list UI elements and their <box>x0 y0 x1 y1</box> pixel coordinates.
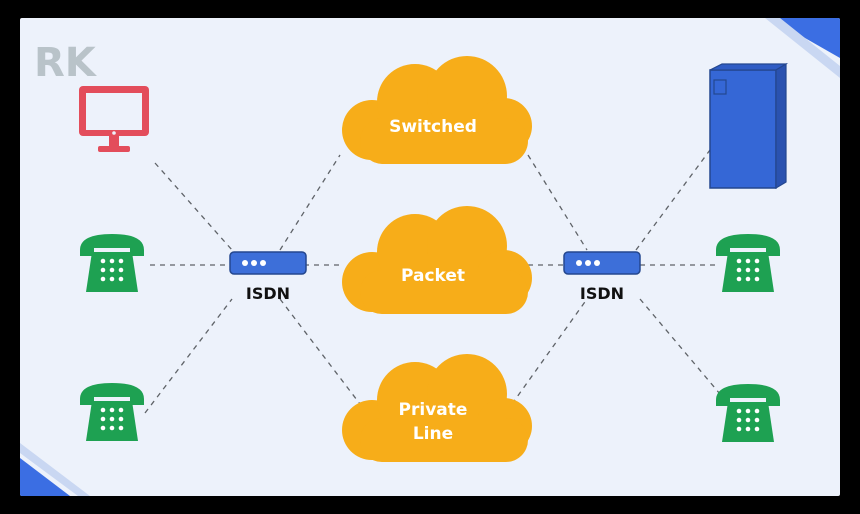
link-isdn-switched <box>279 154 341 251</box>
corner-accent-bottom-left-light <box>20 443 90 496</box>
cloud-private-line: Private Line <box>342 354 532 462</box>
isdn-right-label: ISDN <box>580 284 624 303</box>
network-diagram: RK <box>20 18 840 496</box>
link-monitor-isdn <box>154 162 233 251</box>
rk-logo: RK <box>34 40 98 86</box>
link-private-isdn-right <box>511 298 588 405</box>
isdn-left-label: ISDN <box>246 284 290 303</box>
isdn-left: ISDN <box>229 251 307 303</box>
isdn-right: ISDN <box>563 251 641 303</box>
diagram-panel: RK <box>20 18 840 496</box>
cloud-packet-label: Packet <box>401 266 465 286</box>
corner-accent-top-right-light <box>765 18 840 78</box>
link-isdn-server <box>635 149 711 251</box>
phone-icon <box>716 234 780 292</box>
link-phone2-isdn <box>144 298 233 414</box>
cloud-switched: Switched <box>342 56 532 164</box>
cloud-switched-label: Switched <box>389 117 477 137</box>
link-lines <box>144 149 721 414</box>
corner-accent-bottom-left <box>20 458 70 496</box>
link-switched-isdn-right <box>527 154 588 251</box>
link-isdn-private <box>279 298 361 405</box>
link-isdn-phone2-right <box>639 298 721 395</box>
server-icon <box>709 62 789 190</box>
cloud-private-line-label-2: Line <box>413 424 453 444</box>
phone-icon <box>80 234 144 292</box>
monitor-icon <box>79 86 149 152</box>
phone-icon <box>80 383 144 441</box>
cloud-packet: Packet <box>342 206 532 314</box>
cloud-private-line-label-1: Private <box>399 400 468 420</box>
phone-icon <box>716 384 780 442</box>
